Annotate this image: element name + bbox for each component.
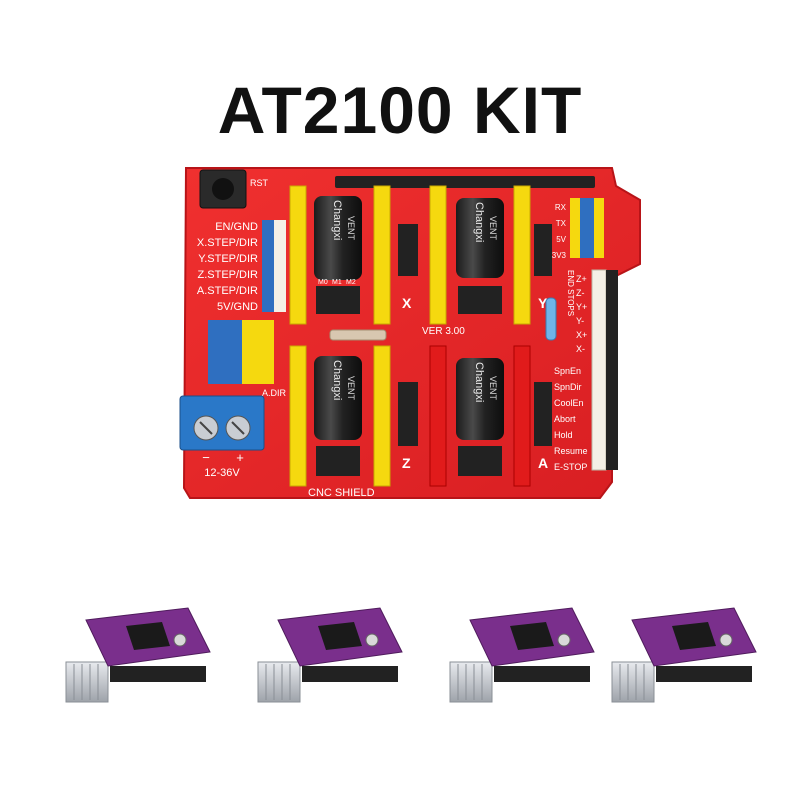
left-jumper-block: A.DIR	[208, 320, 287, 398]
reset-button: RST	[199, 169, 269, 209]
driver-socket-y	[429, 185, 531, 325]
endstop-pin-header	[591, 269, 618, 471]
serial-labels: RX TX 5V 3V3	[552, 203, 567, 260]
driver-board-4	[631, 607, 757, 682]
rst-label: RST	[250, 178, 269, 188]
capacitor-3: Changxi VENT	[314, 356, 362, 440]
cap-brand-2: Changxi	[473, 202, 485, 242]
resistor	[545, 297, 557, 341]
endstop-y-minus: Y-	[576, 316, 584, 326]
axis-z: Z	[402, 455, 411, 471]
endstops-caption: END STOPS	[566, 270, 575, 316]
fn-coolen: CoolEn	[554, 398, 584, 408]
ms-m0-x: M0	[318, 279, 328, 286]
cap-sub-1: VENT	[346, 216, 356, 241]
label-rx: RX	[555, 203, 567, 212]
label-z-step: Z.STEP/DIR	[197, 269, 258, 281]
driver-board-3	[469, 607, 595, 682]
label-x-step: X.STEP/DIR	[197, 237, 258, 249]
heatsink-4	[611, 661, 655, 703]
stepper-driver-3	[449, 607, 595, 703]
label-y-step: Y.STEP/DIR	[198, 253, 258, 265]
label-a-step: A.STEP/DIR	[197, 285, 258, 297]
axis-labels: X Y Z A	[398, 224, 552, 471]
label-5v-gnd: 5V/GND	[217, 301, 258, 313]
function-labels: SpnEn SpnDir CoolEn Abort Hold Resume E-…	[554, 366, 588, 472]
endstop-labels: Z+ Z- Y+ Y- X+ X-	[576, 274, 587, 354]
stepper-driver-2	[257, 607, 403, 703]
fn-resume: Resume	[554, 446, 588, 456]
driver-socket-z	[289, 345, 391, 487]
capacitor-2: Changxi VENT	[456, 198, 504, 278]
microstep-header-y	[458, 286, 502, 314]
fn-estop: E-STOP	[554, 462, 587, 472]
fn-spnen: SpnEn	[554, 366, 581, 376]
cap-sub-4: VENT	[488, 376, 498, 401]
version-label: VER 3.00	[422, 326, 465, 337]
microstep-header-z	[316, 446, 360, 476]
voltage-label: 12-36V	[204, 467, 240, 479]
product-title: AT2100 KIT	[217, 73, 583, 147]
capacitor-1: Changxi VENT	[314, 196, 362, 280]
fn-abort: Abort	[554, 414, 576, 424]
axis-x: X	[402, 295, 412, 311]
heatsink-2	[257, 661, 301, 703]
power-terminal: − + 12-36V	[179, 395, 265, 479]
label-5v: 5V	[556, 235, 566, 244]
driver-board-2	[277, 607, 403, 682]
axis-y: Y	[538, 295, 548, 311]
ms-m1-x: M1	[332, 279, 342, 286]
left-signal-labels: EN/GND X.STEP/DIR Y.STEP/DIR Z.STEP/DIR …	[197, 221, 258, 313]
power-plus: +	[236, 450, 244, 465]
endstop-x-plus: X+	[576, 330, 587, 340]
driver-row	[65, 607, 757, 703]
stepper-driver-4	[611, 607, 757, 703]
a-dir-label: A.DIR	[262, 388, 287, 398]
driver-board-1	[85, 607, 211, 682]
board-name: CNC SHIELD	[308, 487, 375, 499]
label-tx: TX	[556, 219, 567, 228]
driver-socket-a	[429, 345, 531, 487]
cap-brand-1: Changxi	[331, 200, 343, 240]
cap-sub-2: VENT	[488, 216, 498, 241]
microstep-header-x: M0 M1 M2	[316, 279, 360, 314]
endstop-y-plus: Y+	[576, 302, 587, 312]
center-bridge	[329, 329, 387, 341]
cap-brand-3: Changxi	[331, 360, 343, 400]
heatsink-3	[449, 661, 493, 703]
capacitor-4: Changxi VENT	[456, 358, 504, 440]
fn-spndir: SpnDir	[554, 382, 582, 392]
label-en-gnd: EN/GND	[215, 221, 258, 233]
driver-socket-x	[289, 185, 391, 325]
label-3v3: 3V3	[552, 251, 567, 260]
microstep-header-a	[458, 446, 502, 476]
cap-sub-3: VENT	[346, 376, 356, 401]
endstop-z-minus: Z-	[576, 288, 585, 298]
cap-brand-4: Changxi	[473, 362, 485, 402]
stepper-driver-1	[65, 607, 211, 703]
cnc-shield-board: RST EN/GND X.STEP/DIR Y.STEP/DIR Z.STEP/…	[179, 167, 641, 499]
top-pin-header	[335, 176, 595, 188]
endstop-z-plus: Z+	[576, 274, 587, 284]
power-minus: −	[202, 450, 210, 465]
serial-header	[570, 198, 604, 258]
ms-m2-x: M2	[346, 279, 356, 286]
axis-a: A	[538, 455, 548, 471]
left-pin-header	[262, 220, 286, 312]
endstop-x-minus: X-	[576, 344, 585, 354]
fn-hold: Hold	[554, 430, 573, 440]
heatsink-1	[65, 661, 109, 703]
